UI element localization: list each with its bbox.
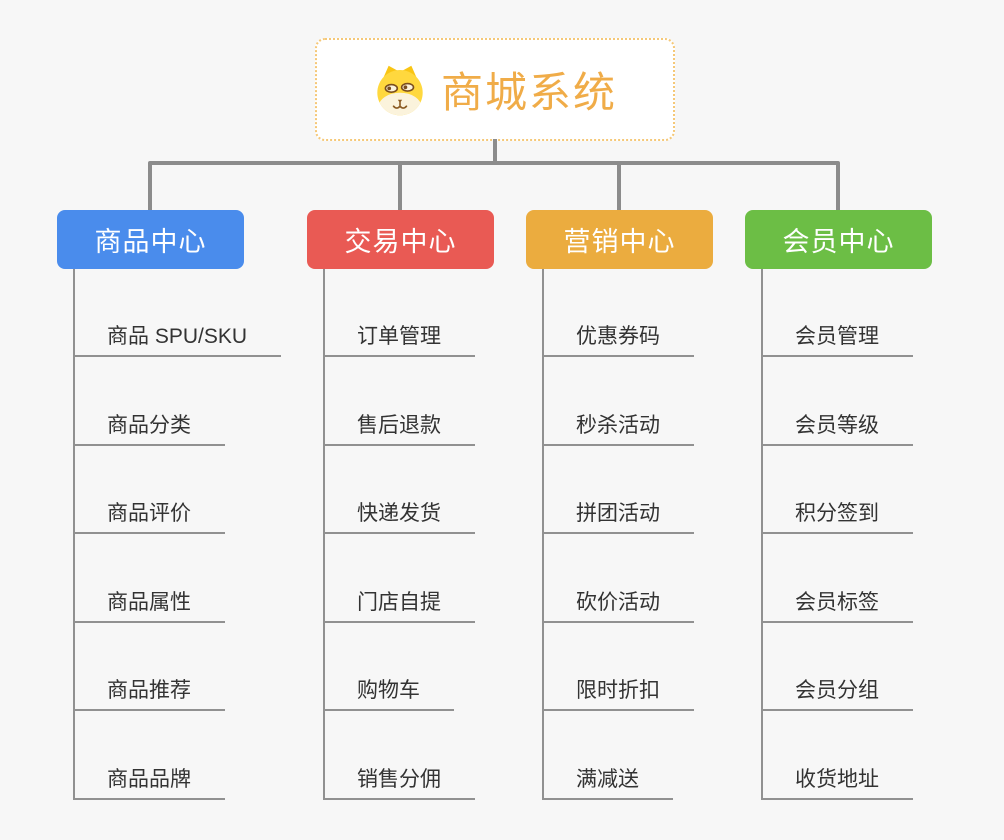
leaf-node[interactable]: 会员管理: [761, 316, 913, 357]
branch-trunk-line: [542, 269, 544, 800]
branch-marketing: 营销中心 优惠券码 秒杀活动 拼团活动 砍价活动 限时折扣 满减送: [526, 0, 786, 840]
leaf-node[interactable]: 优惠券码: [542, 316, 694, 357]
branch-trade: 交易中心 订单管理 售后退款 快递发货 门店自提 购物车 销售分佣: [307, 0, 567, 840]
leaf-node[interactable]: 门店自提: [323, 582, 475, 623]
leaf-node[interactable]: 秒杀活动: [542, 405, 694, 446]
branch-products: 商品中心 商品 SPU/SKU 商品分类 商品评价 商品属性 商品推荐 商品品牌: [57, 0, 317, 840]
branch-node-trade[interactable]: 交易中心: [307, 210, 494, 269]
branch-trunk-line: [73, 269, 75, 800]
connector-drop-marketing: [617, 163, 621, 210]
branch-trunk-line: [323, 269, 325, 800]
branch-member: 会员中心 会员管理 会员等级 积分签到 会员标签 会员分组 收货地址: [745, 0, 1004, 840]
leaf-node[interactable]: 商品属性: [73, 582, 225, 623]
leaf-node[interactable]: 购物车: [323, 670, 454, 711]
branch-node-member[interactable]: 会员中心: [745, 210, 932, 269]
leaf-node[interactable]: 商品评价: [73, 493, 225, 534]
connector-horizontal: [148, 161, 840, 165]
branch-trunk-line: [761, 269, 763, 800]
connector-drop-trade: [398, 163, 402, 210]
leaf-node[interactable]: 限时折扣: [542, 670, 694, 711]
leaf-node[interactable]: 商品分类: [73, 405, 225, 446]
connector-root-drop: [493, 139, 497, 163]
doge-icon: [377, 65, 423, 115]
leaf-node[interactable]: 售后退款: [323, 405, 475, 446]
leaf-node[interactable]: 满减送: [542, 759, 673, 800]
leaf-node[interactable]: 会员标签: [761, 582, 913, 623]
leaf-node[interactable]: 积分签到: [761, 493, 913, 534]
leaf-node[interactable]: 商品 SPU/SKU: [73, 316, 282, 357]
branch-node-products[interactable]: 商品中心: [57, 210, 244, 269]
leaf-node[interactable]: 会员分组: [761, 670, 913, 711]
connector-drop-products: [148, 163, 152, 210]
leaf-node[interactable]: 商品推荐: [73, 670, 225, 711]
branch-node-marketing[interactable]: 营销中心: [526, 210, 713, 269]
leaf-node[interactable]: 会员等级: [761, 405, 913, 446]
leaf-node[interactable]: 砍价活动: [542, 582, 694, 623]
connector-drop-member: [836, 163, 840, 210]
leaf-node[interactable]: 快递发货: [323, 493, 475, 534]
leaf-node[interactable]: 收货地址: [761, 759, 913, 800]
leaf-node[interactable]: 商品品牌: [73, 759, 225, 800]
leaf-node[interactable]: 拼团活动: [542, 493, 694, 534]
leaf-node[interactable]: 销售分佣: [323, 759, 475, 800]
root-node[interactable]: 商城系统: [315, 38, 675, 141]
root-title: 商城系统: [440, 69, 617, 116]
leaf-node[interactable]: 订单管理: [323, 316, 475, 357]
